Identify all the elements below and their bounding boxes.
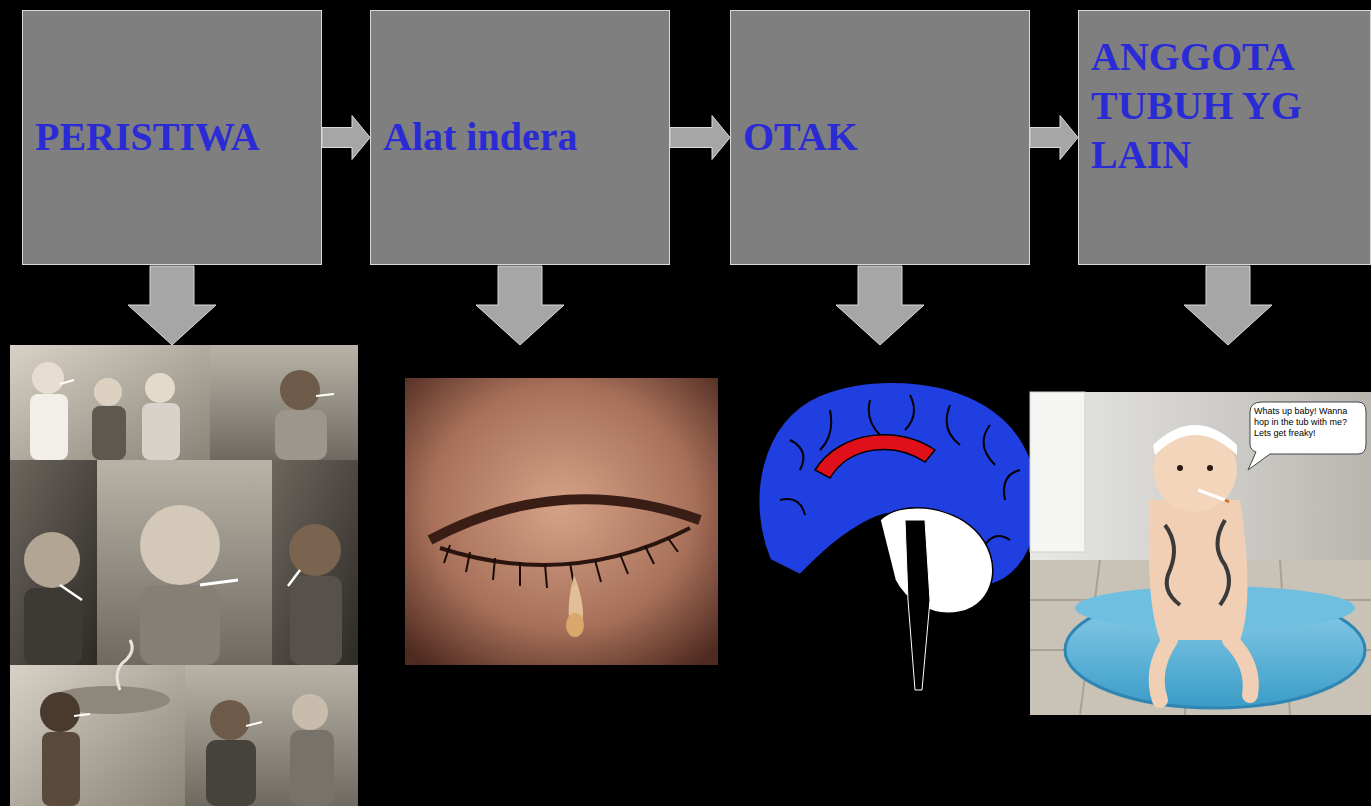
box-label: OTAK [743, 113, 1017, 162]
brain-sagittal [758, 382, 1038, 690]
block-arrow [670, 116, 730, 160]
box-label: Alat indera [383, 113, 657, 162]
block-arrow [1030, 116, 1078, 160]
block-arrow [322, 116, 370, 160]
process-box: PERISTIWA [22, 10, 322, 265]
crying-eye [405, 378, 718, 665]
box-label: ANGGOTA TUBUH YG LAIN [1091, 33, 1358, 179]
children-collage [10, 345, 358, 806]
process-box: Alat indera [370, 10, 670, 265]
process-box: ANGGOTA TUBUH YG LAIN [1078, 10, 1371, 265]
speech-bubble-text: Whats up baby! Wanna hop in the tub with… [1254, 406, 1362, 438]
down-arrows [128, 266, 1272, 345]
baby-photo [1030, 392, 1371, 715]
process-box: OTAK [730, 10, 1030, 265]
box-label: PERISTIWA [35, 113, 309, 162]
